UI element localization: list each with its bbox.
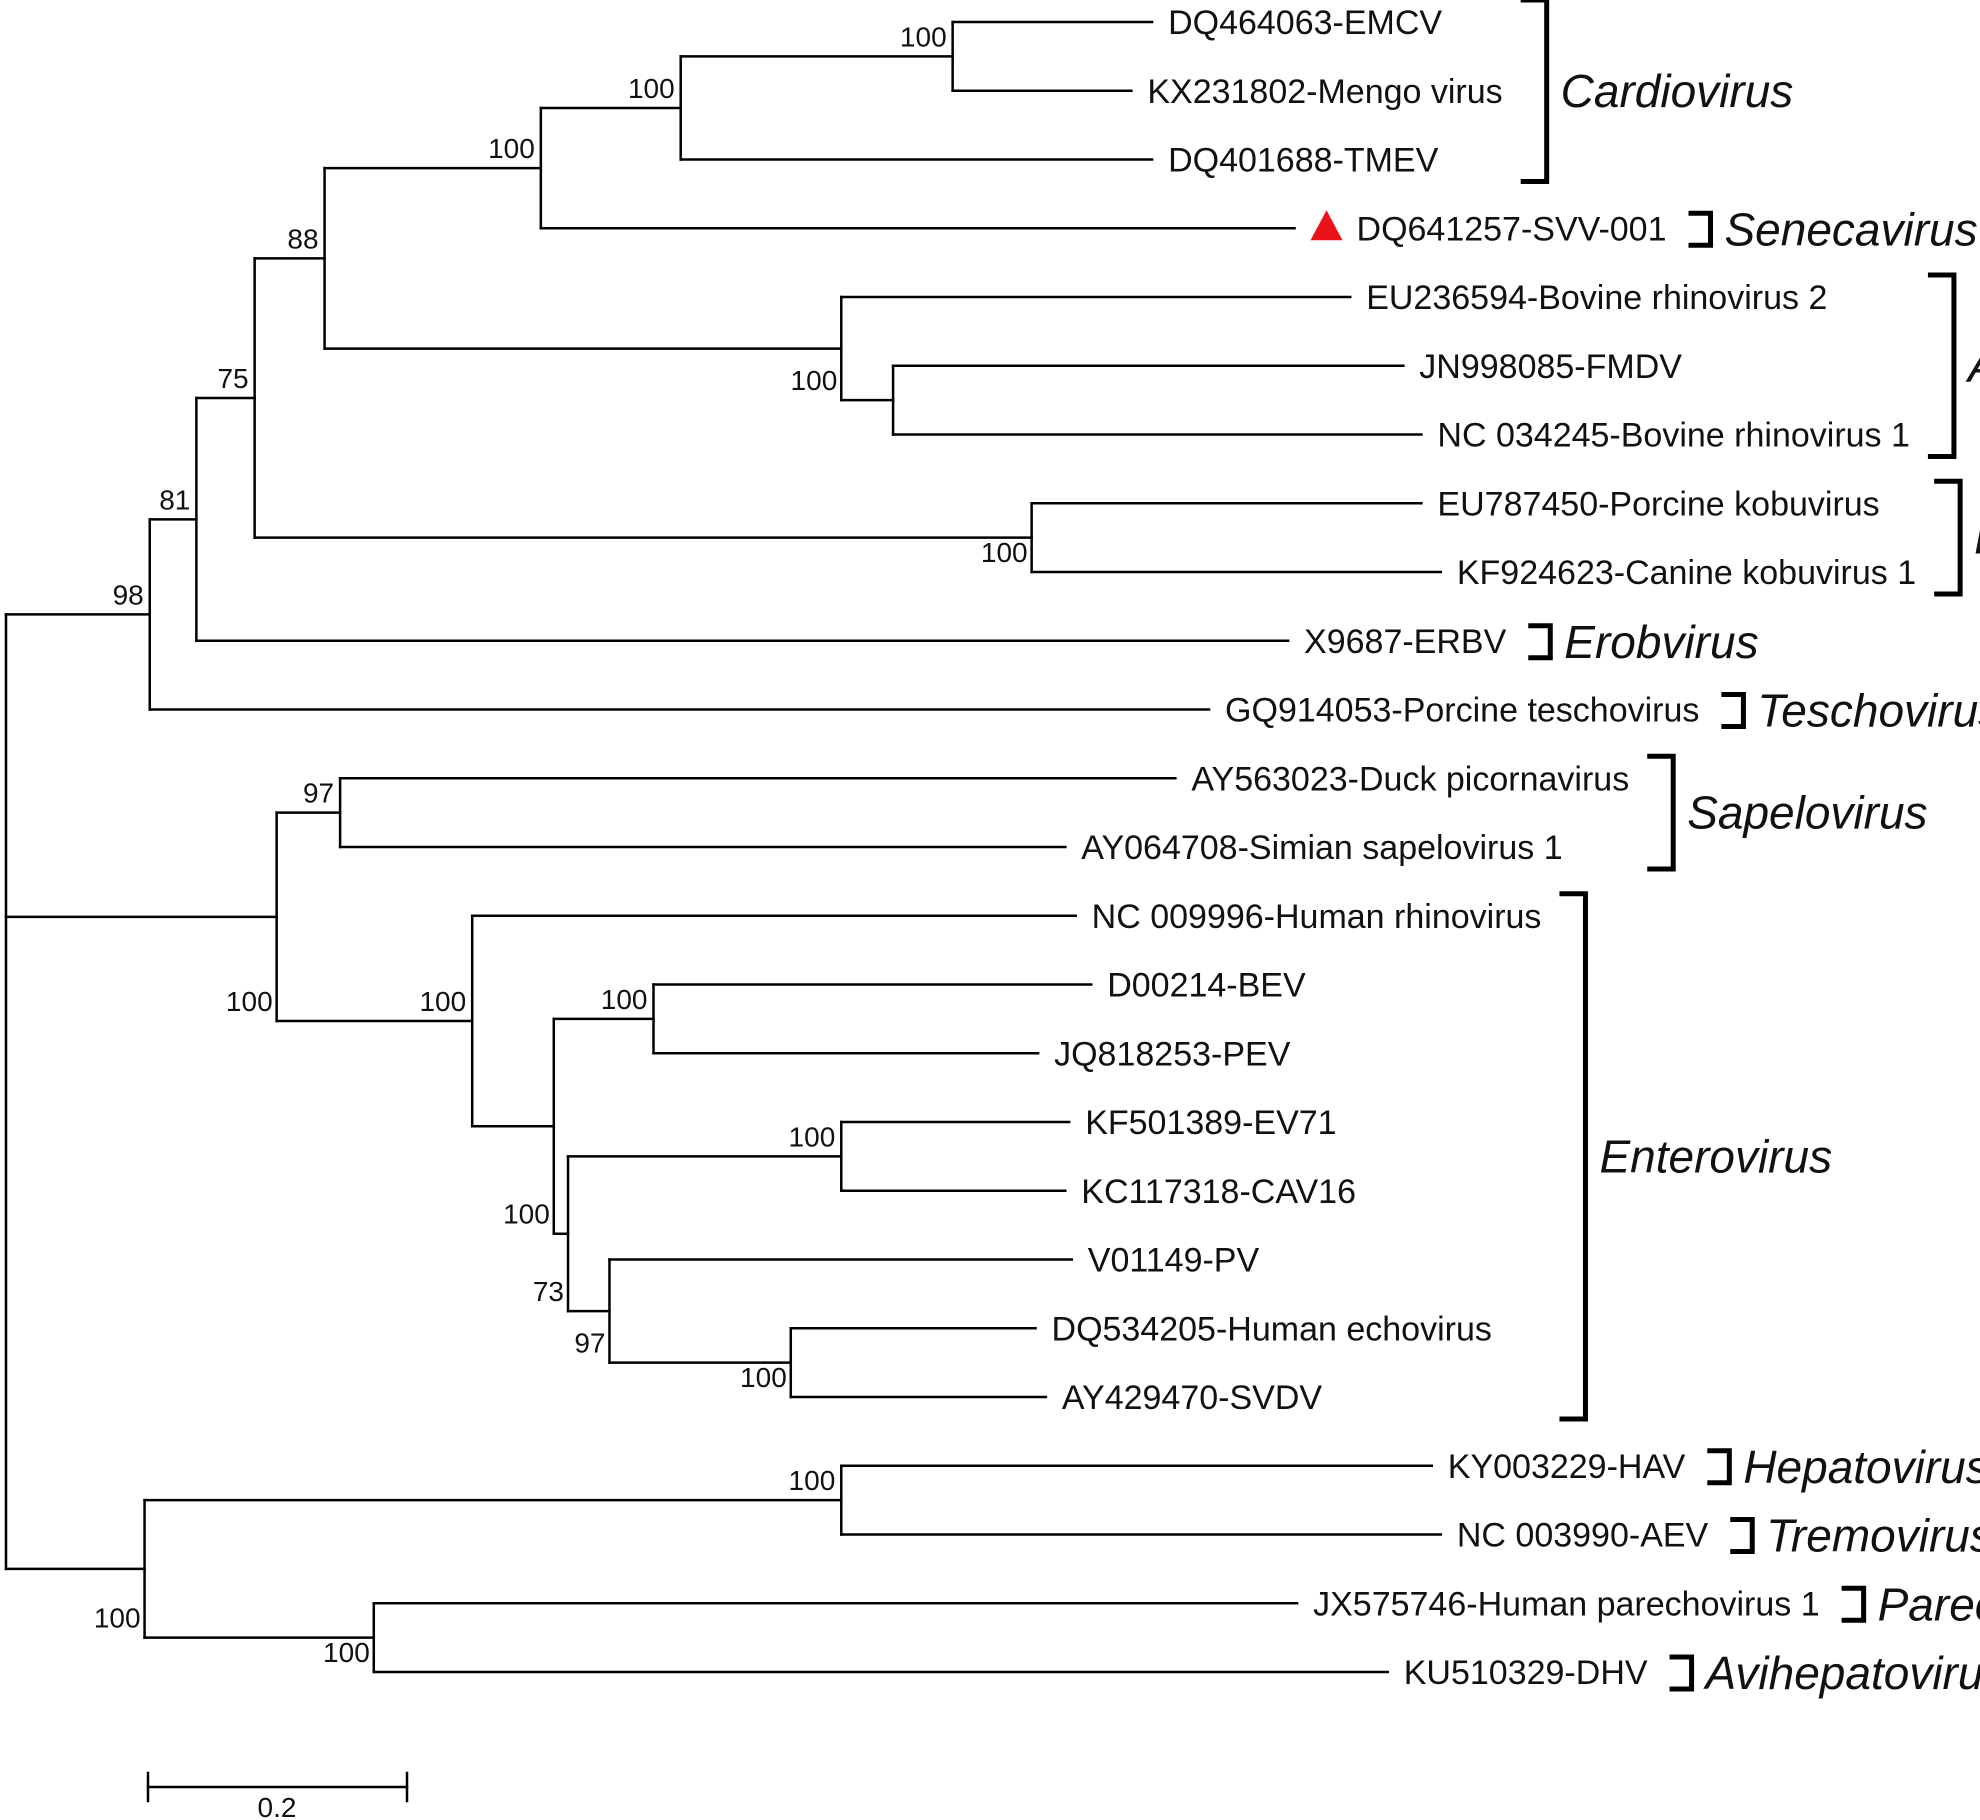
genus-bracket: [1688, 210, 1714, 248]
taxon-label: JX575746-Human parechovirus 1: [1313, 1585, 1820, 1623]
taxon-label: DQ534205-Human echovirus: [1052, 1310, 1492, 1348]
genus-bracket: [1707, 1448, 1732, 1486]
bootstrap-value: 75: [217, 363, 248, 394]
taxon-label: EU787450-Porcine kobuvirus: [1437, 485, 1879, 523]
genus-label: Cardiovirus: [1561, 65, 1794, 117]
taxon-label: JQ818253-PEV: [1054, 1035, 1291, 1073]
bootstrap-value: 100: [900, 21, 947, 52]
genus-bracket: [1520, 0, 1550, 184]
genus-label: Hepatovirus: [1743, 1441, 1980, 1493]
bootstrap-value: 100: [789, 1121, 836, 1152]
genus-bracket: [1559, 891, 1588, 1422]
genus-label: Tremovirus: [1766, 1510, 1980, 1562]
taxon-label: KU510329-DHV: [1404, 1654, 1648, 1692]
genus-label: Aphthovirus: [1965, 340, 1980, 392]
taxon-label: JN998085-FMDV: [1419, 348, 1682, 386]
taxon-label: D00214-BEV: [1107, 967, 1306, 1005]
bootstrap-value: 88: [287, 223, 318, 254]
taxon-label: KX231802-Mengo virus: [1147, 73, 1502, 111]
genus-bracket: [1934, 478, 1963, 597]
taxon-label: DQ401688-TMEV: [1168, 142, 1439, 180]
bootstrap-value: 100: [601, 984, 648, 1015]
taxon-label: AY064708-Simian sapelovirus 1: [1081, 829, 1562, 867]
bootstrap-value: 97: [574, 1328, 605, 1359]
taxon-label: V01149-PV: [1088, 1242, 1260, 1280]
bootstrap-value: 100: [323, 1637, 370, 1668]
bootstrap-value: 100: [503, 1199, 550, 1230]
taxon-label: AY429470-SVDV: [1062, 1379, 1323, 1417]
bootstrap-value: 100: [628, 73, 675, 104]
taxon-label: NC 009996-Human rhinovirus: [1092, 898, 1542, 936]
bootstrap-value: 100: [740, 1362, 787, 1393]
genus-bracket: [1721, 692, 1746, 729]
genus-bracket: [1841, 1585, 1867, 1623]
genus-bracket: [1927, 272, 1957, 459]
bootstrap-value: 100: [791, 365, 838, 396]
bootstrap-value: 100: [789, 1465, 836, 1496]
genus-bracket: [1528, 623, 1553, 661]
bootstrap-value: 100: [419, 986, 466, 1017]
taxon-label: AY563023-Duck picornavirus: [1191, 760, 1629, 798]
genus-label: Teschovirus: [1757, 685, 1980, 737]
taxon-label: X9687-ERBV: [1304, 623, 1507, 661]
bootstrap-value: 73: [533, 1276, 564, 1307]
bootstrap-value: 98: [113, 579, 144, 610]
genus-bracket: [1669, 1654, 1695, 1692]
genus-label: Parechovirus: [1878, 1578, 1980, 1630]
taxon-label: DQ464063-EMCV: [1168, 4, 1442, 42]
bootstrap-values: 98 81 75 88 100 100 100 100 100 100 97 100 100 100 73 1…: [94, 21, 1028, 1668]
bootstrap-value: 100: [981, 537, 1028, 568]
taxon-label: EU236594-Bovine rhinovirus 2: [1366, 279, 1827, 317]
taxon-label: GQ914053-Porcine teschovirus: [1225, 692, 1699, 730]
bootstrap-value: 100: [488, 133, 535, 164]
genus-brackets: CardiovirusSenecavirusAphthovirusKobuvir…: [1520, 0, 1980, 1699]
genus-bracket: [1647, 753, 1676, 872]
taxon-label: KC117318-CAV16: [1081, 1173, 1356, 1211]
bootstrap-value: 100: [94, 1603, 141, 1634]
taxon-label: NC 003990-AEV: [1457, 1517, 1709, 1555]
genus-label: Kobuvirus: [1974, 512, 1980, 564]
scale-bar-label: 0.2: [258, 1792, 297, 1820]
bootstrap-value: 100: [226, 986, 273, 1017]
taxon-label: KF501389-EV71: [1085, 1104, 1336, 1142]
tree-branches: [4, 20, 1443, 1674]
genus-label: Erobvirus: [1564, 616, 1758, 668]
bootstrap-value: 97: [303, 778, 334, 809]
taxon-label: KY003229-HAV: [1448, 1448, 1686, 1486]
taxon-label: DQ641257-SVV-001: [1357, 210, 1667, 248]
genus-label: Senecavirus: [1725, 203, 1978, 255]
taxon-label: KF924623-Canine kobuvirus 1: [1457, 554, 1916, 592]
scale-bar: 0.2: [146, 1771, 409, 1820]
genus-label: Sapelovirus: [1687, 787, 1927, 839]
bootstrap-value: 81: [159, 484, 190, 515]
red-triangle-icon: [1310, 210, 1343, 241]
genus-bracket: [1730, 1517, 1755, 1554]
taxon-labels: DQ464063-EMCV KX231802-Mengo virusDQ40168…: [1052, 4, 1917, 1692]
genus-label: Avihepatovirus: [1703, 1647, 1980, 1699]
genus-label: Enterovirus: [1599, 1130, 1832, 1182]
taxon-label: NC 034245-Bovine rhinovirus 1: [1437, 417, 1909, 455]
